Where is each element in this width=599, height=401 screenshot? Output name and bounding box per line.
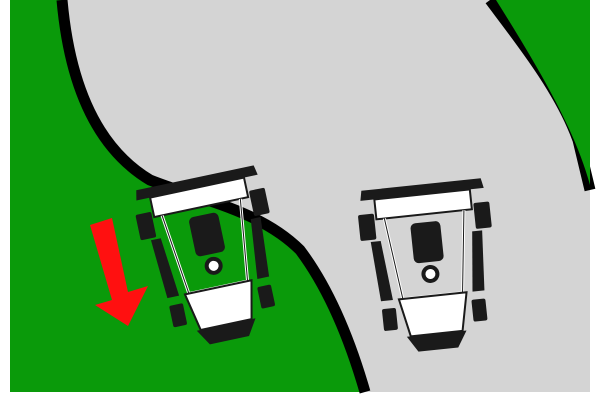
- kart-racing-diagram: 2 1: [0, 0, 599, 401]
